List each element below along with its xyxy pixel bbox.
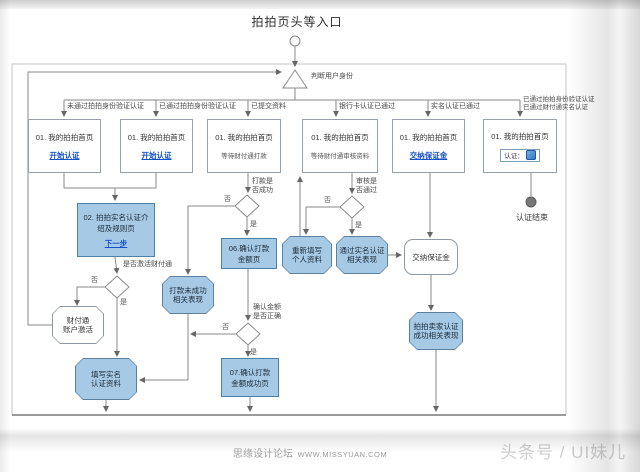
page-box-my-paipai-1: 01. 我的拍拍首页 开始认证 (28, 119, 101, 173)
cert-status-pill: 认证： (500, 148, 540, 162)
payment-failed-line1: 打款未成功 (169, 285, 207, 295)
tenpay-activate-line1: 财付通 (66, 315, 90, 325)
branch-label-3: 已提交资料 (251, 103, 286, 110)
page-box-intro-rules: 02. 拍拍实名认证介 绍及规则页 下一步 (77, 203, 155, 257)
page-box-title: 01. 我的拍拍首页 (35, 132, 94, 142)
node-realname-passed-display: 通过实名认证 相关表现 (336, 236, 388, 274)
decision-review-passed (339, 195, 365, 219)
seller-success-line2: 成功相关表现 (413, 331, 459, 340)
branch-label-5: 实名认证已通过 (431, 103, 480, 110)
page-box-confirm-amount-success: 07.确认打款 金额成功页 (221, 358, 279, 397)
node-refill-personal-info: 重新填写 个人资料 (282, 236, 332, 274)
box06-line2: 金额页 (237, 254, 261, 264)
page-box-my-paipai-3: 01. 我的拍拍首页 等待财付通打款 (207, 119, 281, 173)
review-question-label: 审核是 否通过 (356, 178, 377, 194)
start-auth-link-1[interactable]: 开始认证 (49, 150, 80, 160)
node-tenpay-activate: 财付通 账户激活 (52, 306, 104, 344)
intro-rules-line2: 绍及规则页 (97, 223, 135, 233)
forum-name: 思缘设计论坛 (233, 449, 293, 460)
decision-amount-correct (235, 322, 261, 346)
branch-label-2: 已通过拍拍身份验证认证 (159, 103, 236, 110)
node-seller-auth-success: 拍拍卖家认证 成功相关表现 (409, 312, 463, 350)
next-step-link[interactable]: 下一步 (104, 238, 128, 248)
activate-yes-label: 是 (120, 299, 127, 306)
amount-no-label: 否 (222, 324, 229, 331)
branch-label-6-line1: 已通过拍拍身份验证认证 (523, 96, 595, 103)
activate-no-label: 否 (91, 277, 98, 284)
forum-watermark: 思缘设计论坛 WWW.MISSYUAN.COM (233, 444, 387, 462)
waiting-review-label: 等待财付通审核资料 (310, 153, 370, 160)
seller-success-line1: 拍拍卖家认证 (413, 321, 459, 331)
forum-url: WWW.MISSYUAN.COM (297, 450, 388, 459)
page-box-title: 01. 我的拍拍首页 (215, 133, 273, 142)
fill-info-line1: 填写实名 (91, 369, 121, 379)
node-payment-failed-display: 打款未成功 相关表现 (162, 276, 214, 314)
diagram-title: 拍拍页头等入口 (251, 15, 343, 29)
start-circle (289, 35, 301, 47)
page-box-title: 01. 我的拍拍首页 (311, 133, 369, 142)
payment-no-label: 否 (224, 196, 231, 203)
branch-label-1: 未通过拍拍身份验证认证 (67, 103, 144, 110)
toutiao-watermark: 头条号 / UI妹儿 (500, 443, 627, 462)
payment-question-label: 打款是 否成功 (252, 178, 273, 194)
page-box-title: 01. 我的拍拍首页 (491, 131, 549, 141)
waiting-payment-label: 等待财付通打款 (221, 153, 267, 160)
pay-deposit-label: 交纳保证金 (412, 252, 450, 262)
box06-line1: 06.确认打款 (228, 243, 270, 253)
start-auth-link-2[interactable]: 开始认证 (141, 150, 172, 160)
box07-line1: 07.确认打款 (229, 367, 271, 377)
passed-display-line2: 相关表现 (347, 255, 377, 264)
refill-line1: 重新填写 (292, 245, 322, 255)
page-box-confirm-amount: 06.确认打款 金额页 (221, 238, 277, 269)
page-box-my-paipai-2: 01. 我的拍拍首页 开始认证 (120, 119, 193, 173)
page-box-title: 01. 我的拍拍首页 (127, 132, 186, 142)
page-box-my-paipai-5: 01. 我的拍拍首页 交纳保证金 (392, 119, 465, 173)
intro-rules-line1: 02. 拍拍实名认证介 (83, 212, 149, 222)
refill-line2: 个人资料 (292, 255, 322, 264)
tenpay-activate-line2: 账户激活 (63, 325, 93, 334)
page-box-my-paipai-4: 01. 我的拍拍首页 等待财付通审核资料 (302, 119, 378, 173)
decision-activate-tenpay (104, 275, 130, 299)
node-fill-realname-info: 填写实名 认证资料 (75, 358, 137, 400)
node-pay-deposit: 交纳保证金 (404, 239, 458, 275)
passed-display-line1: 通过实名认证 (339, 245, 385, 255)
cert-badge-icon (525, 150, 536, 160)
branch-label-4: 银行卡认证已通过 (339, 103, 395, 110)
pay-deposit-link[interactable]: 交纳保证金 (409, 150, 448, 160)
cert-status-caption: 认证： (504, 153, 524, 160)
amount-yes-label: 是 (250, 349, 257, 356)
merge-triangle (282, 69, 308, 89)
page-box-title: 01. 我的拍拍首页 (399, 132, 458, 142)
activate-question-label: 是否激活财付通 (123, 261, 172, 268)
end-circle (525, 196, 537, 208)
branch-label-6-line2: 已通过财付通实名认证 (523, 104, 588, 111)
box07-line2: 金额成功页 (231, 378, 269, 388)
review-no-label: 否 (324, 197, 331, 204)
judge-user-label: 判断用户身份 (311, 73, 353, 80)
amount-question-label: 确认金额 是否正确 (253, 304, 281, 320)
fill-info-line2: 认证资料 (91, 379, 121, 388)
review-yes-label: 是 (355, 222, 362, 229)
branch-label-6: 已通过拍拍身份验证认证 已通过财付通实名认证 (523, 96, 595, 112)
page-box-my-paipai-6: 01. 我的拍拍首页 认证： (483, 119, 557, 173)
payment-yes-label: 是 (250, 221, 257, 228)
auth-end-label: 认证结束 (516, 213, 548, 222)
decision-payment-success (234, 194, 260, 218)
payment-failed-line2: 相关表现 (173, 295, 203, 304)
